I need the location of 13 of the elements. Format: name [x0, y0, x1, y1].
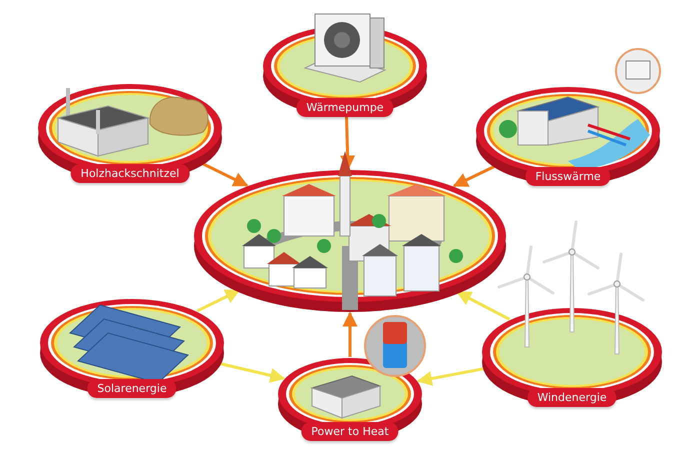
connector-arrow [452, 164, 497, 188]
connector-arrow [200, 162, 248, 187]
name-tag: Solarenergie [87, 379, 177, 398]
connector-arrow [342, 312, 358, 357]
name-tag: Windenergie [527, 388, 617, 407]
name-tag: Wärmepumpe [296, 98, 394, 117]
connector-arrow [218, 362, 286, 383]
connector-arrow [456, 290, 510, 321]
connector-arrow [416, 366, 486, 386]
name-tag: Power to Heat [301, 422, 399, 441]
connector-arrow [196, 289, 240, 312]
name-tag: Flusswärme [525, 167, 611, 186]
name-tag: Holzhackschnitzel [70, 164, 190, 183]
